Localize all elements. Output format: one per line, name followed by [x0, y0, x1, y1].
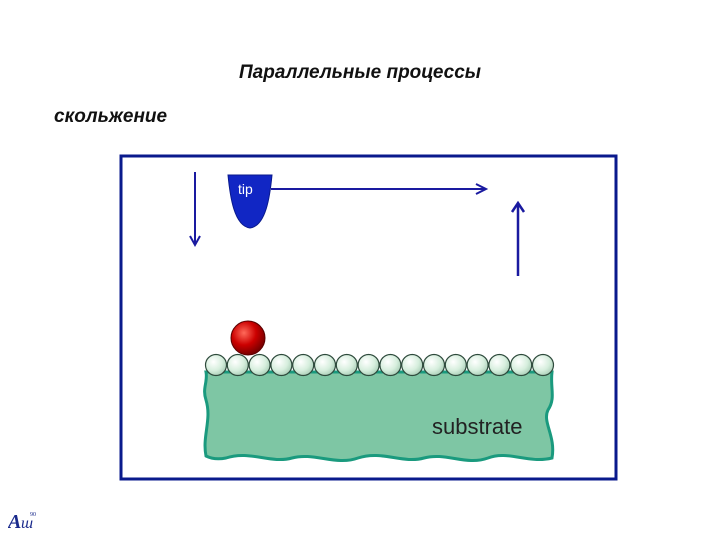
tip-shape — [227, 174, 273, 229]
substrate-atom — [444, 353, 467, 377]
logo-icon: A ш 90 — [8, 511, 36, 532]
substrate-atom — [466, 353, 489, 377]
svg-text:A: A — [8, 511, 21, 532]
substrate-atom — [510, 353, 533, 377]
substrate-atom — [379, 353, 402, 377]
diagram-frame — [119, 154, 618, 481]
down-arrow — [189, 172, 201, 248]
substrate-atom — [248, 353, 271, 377]
substrate-label: substrate — [432, 414, 523, 439]
up-arrow — [510, 200, 526, 276]
substrate-atom — [204, 353, 228, 377]
substrate-atom — [488, 353, 511, 377]
adsorbed-particle — [230, 320, 266, 356]
page-subtitle: скольжение — [54, 106, 168, 127]
substrate-atom — [335, 353, 358, 377]
substrate-atom — [313, 353, 337, 377]
atom-row — [204, 353, 555, 377]
tip-label: tip — [238, 181, 253, 197]
substrate-atom — [292, 353, 315, 377]
substrate-atom — [531, 353, 555, 377]
substrate-atom — [401, 353, 424, 377]
substrate-block — [203, 370, 555, 463]
page-title: Параллельные процессы — [239, 62, 481, 83]
substrate-atom — [422, 353, 446, 377]
svg-text:90: 90 — [30, 512, 36, 518]
substrate-atom — [357, 353, 380, 377]
right-arrow — [271, 183, 489, 195]
substrate-atom — [270, 353, 293, 377]
substrate-atom — [226, 353, 249, 377]
svg-text:ш: ш — [21, 515, 33, 532]
